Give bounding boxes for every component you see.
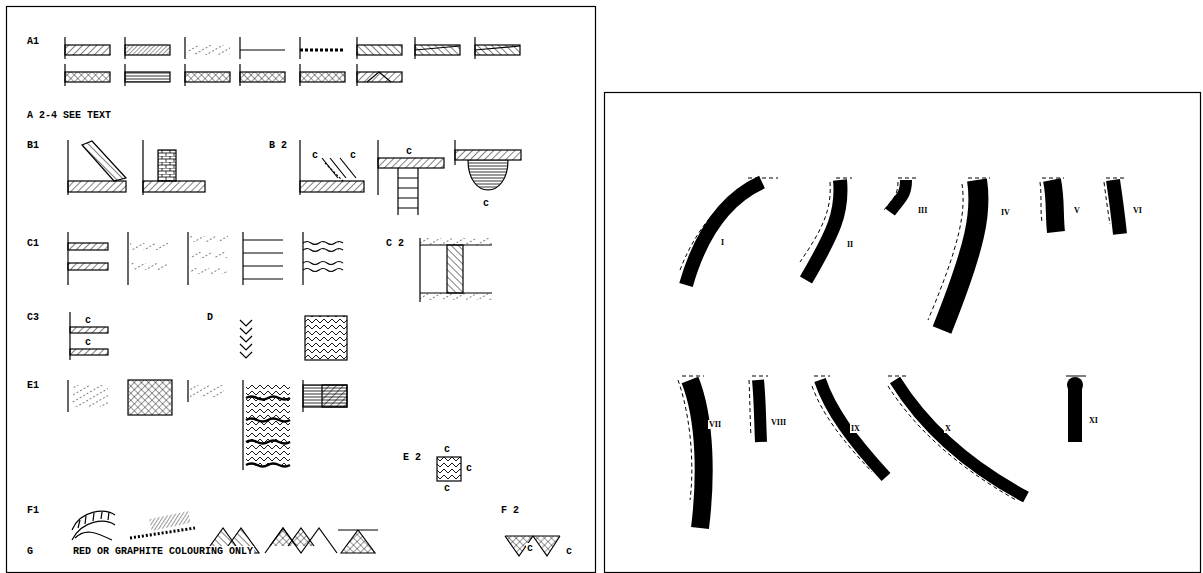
figure-label: c [84,315,92,326]
roman-numeral: IX [850,424,861,433]
figure-label: G [26,546,34,557]
figure-label: A1 [26,36,40,47]
roman-numeral: VIII [770,418,787,427]
roman-numeral: V [1073,206,1081,215]
figure-label: C1 [26,238,40,249]
figure-label: C3 [26,312,40,323]
figure-label: F1 [26,505,40,516]
figure-label: E1 [26,380,40,391]
figure-label: c [465,463,473,474]
figure-label: D [206,312,214,323]
roman-numeral: I [720,238,725,247]
figure-label: c [482,198,490,209]
roman-numeral: III [917,206,928,215]
figure-label: c [443,483,451,494]
figure-label: F 2 [500,505,520,516]
figure-label: B1 [26,140,40,151]
roman-numeral: VII [708,420,722,429]
figure-label: A 2-4 SEE TEXT [26,110,112,121]
figure-label: c [565,546,573,557]
roman-numeral: IV [1000,208,1011,217]
figure-label: C 2 [385,238,405,249]
figure-label: c [349,150,357,161]
figure-label: c [84,337,92,348]
roman-numeral: X [944,424,952,433]
roman-numeral: XI [1088,416,1099,425]
figure-label: c [311,150,319,161]
roman-numeral: VI [1132,206,1143,215]
figure-label: c [405,146,413,157]
figure-label: c [526,543,534,554]
roman-numeral: II [846,240,854,249]
figure-label: B 2 [268,140,288,151]
figure-label: RED OR GRAPHITE COLOURING ONLY [72,546,254,557]
figure-label: c [443,444,451,455]
figure-label: E 2 [402,452,422,463]
